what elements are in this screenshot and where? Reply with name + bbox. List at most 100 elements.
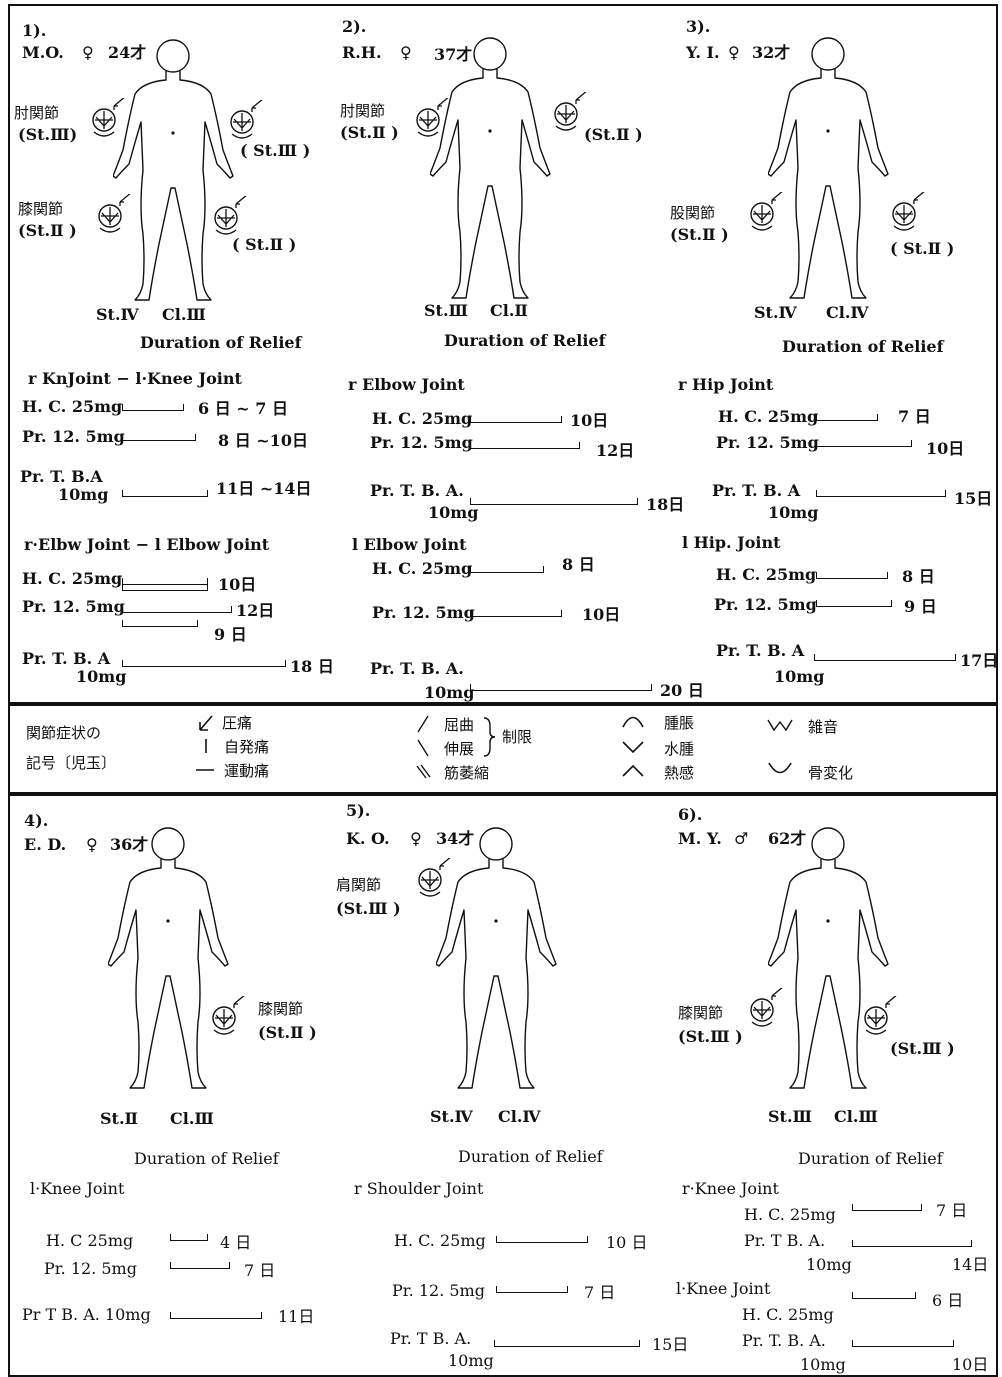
relief-days: 10日 — [926, 440, 964, 458]
extension-backslash-icon — [414, 738, 432, 758]
joint-group-title: l Hip. Joint — [682, 534, 781, 552]
relief-days: 18 日 — [290, 658, 334, 676]
relief-bar — [170, 1240, 208, 1241]
functional-class: Cl.Ⅳ — [826, 304, 869, 322]
motion-pain-dash-icon — [194, 762, 216, 778]
relief-bar — [122, 410, 184, 411]
relief-days: 9 日 — [904, 598, 937, 616]
joint-stage: (St.Ⅱ ) — [584, 126, 643, 144]
relief-days: 8 日 ~10日 — [218, 432, 308, 450]
legend-label: 伸展 — [444, 740, 474, 758]
joint-symbol-icon — [212, 196, 252, 236]
relief-bar — [470, 448, 580, 449]
drug-label: H. C. 25mg — [394, 1232, 486, 1250]
patient-initials: M.O. — [22, 44, 64, 62]
relief-bar — [122, 590, 208, 591]
relief-days: 15日 — [652, 1336, 688, 1354]
edema-v-icon — [620, 738, 646, 756]
bone-change-cup-icon — [766, 760, 794, 778]
relief-bar — [816, 578, 888, 579]
relief-bar — [496, 1292, 568, 1293]
joint-symbol-icon — [414, 98, 454, 138]
drug-label: Pr. 12. 5mg — [370, 434, 473, 452]
drug-label: H. C. 25mg — [716, 566, 816, 584]
legend-label: 腫脹 — [664, 714, 694, 732]
swelling-arc-icon — [620, 712, 646, 730]
relief-bar — [470, 504, 638, 505]
relief-title: Duration of Relief — [782, 338, 943, 356]
joint-group-title: r Hip Joint — [678, 376, 773, 394]
functional-class: Cl.Ⅱ — [490, 302, 528, 320]
legend-title: 記号〔児玉〕 — [26, 754, 116, 772]
tenderness-arrow-icon — [196, 712, 216, 734]
joint-symbol-icon — [90, 98, 130, 138]
drug-label: Pr. T. B. A — [716, 642, 804, 660]
relief-days: 10日 — [952, 1356, 988, 1374]
drug-dose: 10mg — [58, 486, 108, 504]
relief-title: Duration of Relief — [140, 334, 301, 352]
legend-label: 圧痛 — [222, 714, 252, 732]
relief-bar — [122, 626, 198, 627]
joint-group-title: r KnJoint − l·Knee Joint — [28, 370, 242, 388]
patient-sex: ♀ — [410, 830, 422, 848]
patient-initials: K. O. — [346, 830, 390, 848]
drug-label: Pr. 12. 5mg — [392, 1282, 485, 1300]
relief-bar — [816, 606, 892, 607]
relief-bar — [816, 446, 912, 447]
legend-label: 骨変化 — [808, 764, 853, 782]
drug-label: Pr. 12. 5mg — [372, 604, 475, 622]
relief-days: 12日 — [236, 602, 274, 620]
relief-bar — [816, 496, 946, 497]
relief-days: 14日 — [952, 1256, 988, 1274]
relief-bar — [470, 572, 544, 573]
case-number: 4). — [24, 812, 48, 830]
relief-days: 11日 ~14日 — [216, 480, 312, 498]
relief-bar — [852, 1346, 954, 1347]
relief-title: Duration of Relief — [444, 332, 605, 350]
drug-label: H. C. 25mg — [372, 560, 472, 578]
relief-days: 9 日 — [214, 626, 247, 644]
drug-label: Pr. T. B. A — [22, 650, 110, 668]
joint-group-title: l Elbow Joint — [352, 536, 466, 554]
joint-group-title: r·Knee Joint — [682, 1180, 779, 1198]
drug-label: H. C. 25mg — [718, 408, 818, 426]
drug-label: Pr. T. B. A. — [370, 482, 464, 500]
legend-label: 筋萎縮 — [444, 764, 489, 782]
drug-label: Pr. T B. A. — [390, 1330, 471, 1348]
joint-name: 膝関節 — [258, 1000, 303, 1018]
relief-days: 10日 — [218, 576, 256, 594]
joint-stage: (St.Ⅱ ) — [340, 124, 399, 142]
relief-days: 10日 — [582, 606, 620, 624]
drug-dose: 10mg — [800, 1356, 846, 1374]
patient-initials: E. D. — [24, 836, 66, 854]
spontaneous-pain-bar-icon — [196, 736, 216, 756]
relief-bar — [470, 616, 562, 617]
body-figure — [768, 826, 890, 1092]
drug-dose: 10mg — [428, 504, 478, 522]
drug-label: Pr. T. B. A — [712, 482, 800, 500]
relief-days: 20 日 — [660, 682, 704, 700]
disease-stage: St.Ⅳ — [754, 304, 797, 322]
joint-symbol-icon — [748, 192, 788, 232]
disease-stage: St.Ⅳ — [430, 1108, 473, 1126]
relief-bar — [122, 440, 196, 441]
drug-label: Pr. 12. 5mg — [22, 428, 125, 446]
joint-name: 肘関節 — [14, 104, 59, 122]
case-number: 2). — [342, 18, 366, 36]
patient-sex: ♀ — [86, 836, 98, 854]
joint-group-title: r Shoulder Joint — [354, 1180, 483, 1198]
functional-class: Cl.Ⅲ — [162, 306, 206, 324]
joint-symbol-icon — [748, 988, 788, 1028]
joint-symbol-icon — [96, 194, 136, 234]
disease-stage: St.Ⅱ — [100, 1110, 138, 1128]
relief-bar — [852, 1298, 916, 1299]
legend-title: 関節症状の — [26, 724, 101, 742]
disease-stage: St.Ⅲ — [424, 302, 468, 320]
joint-group-title: l·Knee Joint — [30, 1180, 124, 1198]
relief-days: 7 日 — [244, 1262, 275, 1280]
relief-bar — [494, 1346, 640, 1347]
drug-label: Pr. T. B. A. — [370, 660, 464, 678]
relief-days: 8 日 — [562, 556, 595, 574]
body-figure — [113, 38, 235, 304]
drug-label: H. C. 25mg — [742, 1306, 834, 1324]
